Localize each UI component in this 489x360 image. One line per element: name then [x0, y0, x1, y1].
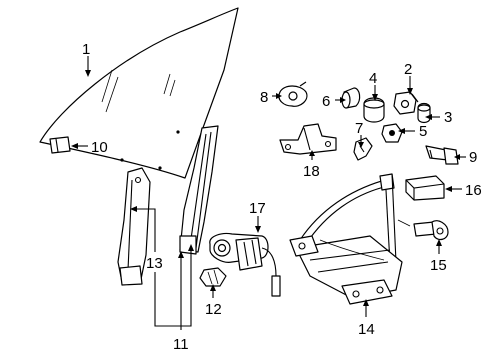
callout-labels: 1 2 3 4 5 6 7 8 9 10 11 12 13 14 15 16 1…	[82, 41, 482, 353]
callout-2: 2	[404, 61, 412, 78]
window-regulator	[289, 173, 411, 305]
glass-clip-part	[393, 91, 419, 115]
callout-3: 3	[444, 109, 452, 126]
bolt-9-part	[425, 145, 459, 165]
callout-5: 5	[419, 123, 427, 140]
callout-11: 11	[173, 336, 189, 353]
leader-lines	[71, 56, 466, 330]
callout-8: 8	[260, 89, 268, 106]
clip-7-part	[353, 137, 373, 161]
callout-9: 9	[469, 149, 477, 166]
bracket-part	[279, 123, 337, 155]
callout-1: 1	[82, 41, 90, 58]
screw-12-part	[199, 267, 227, 287]
callout-16: 16	[465, 182, 482, 199]
callout-18: 18	[303, 163, 320, 180]
callout-6: 6	[322, 93, 330, 110]
callout-4: 4	[369, 70, 377, 87]
bushing-part	[363, 97, 385, 123]
nut-5-part	[381, 123, 403, 143]
front-channel	[117, 167, 151, 286]
nut-3-part	[417, 102, 431, 124]
pad-part	[405, 175, 445, 201]
callout-12: 12	[205, 301, 222, 318]
callout-15: 15	[430, 257, 447, 274]
callout-14: 14	[358, 321, 375, 338]
callout-7: 7	[355, 120, 363, 137]
callout-10: 10	[91, 139, 108, 156]
retainer-part	[278, 81, 308, 107]
glass-label-part	[49, 136, 71, 154]
callout-13: 13	[146, 255, 163, 272]
motor-part	[209, 232, 281, 297]
bolt-15-part	[413, 220, 449, 241]
bumper-part	[341, 87, 361, 109]
callout-17: 17	[249, 200, 266, 217]
door-glass	[39, 7, 239, 179]
